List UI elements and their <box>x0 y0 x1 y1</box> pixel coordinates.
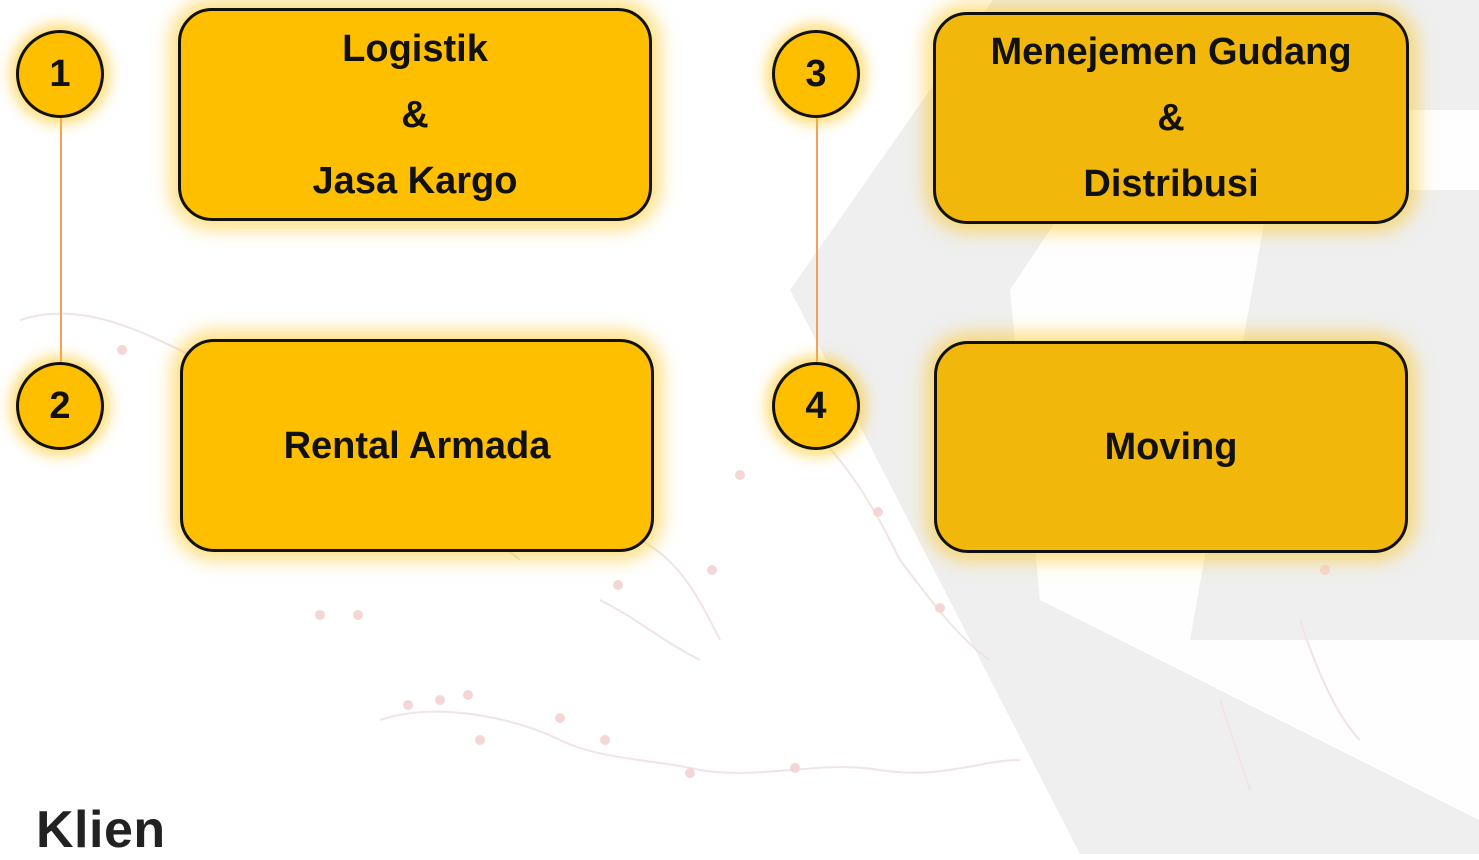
step-3-badge: 3 <box>772 30 860 118</box>
step-number: 1 <box>49 52 71 95</box>
card-line: & <box>401 93 429 136</box>
step-number: 4 <box>805 384 827 427</box>
step-4-badge: 4 <box>772 362 860 450</box>
card-line: Menejemen Gudang <box>990 31 1352 73</box>
service-card-moving: Moving <box>934 341 1408 553</box>
card-line: Distribusi <box>1083 163 1259 205</box>
section-heading: Klien <box>36 801 166 859</box>
card-line: Logistik <box>342 27 488 70</box>
step-number: 3 <box>805 52 827 95</box>
card-line: & <box>1157 97 1185 139</box>
step-2-badge: 2 <box>16 362 104 450</box>
step-1-badge: 1 <box>16 30 104 118</box>
step-number: 2 <box>49 384 71 427</box>
service-card-rental-armada: Rental Armada <box>180 339 654 552</box>
service-card-menejemen-gudang: Menejemen Gudang & Distribusi <box>933 12 1409 224</box>
card-line: Moving <box>1104 426 1238 468</box>
connector-3-4 <box>816 116 818 364</box>
card-line: Jasa Kargo <box>312 159 518 202</box>
service-card-logistik: Logistik & Jasa Kargo <box>178 8 652 221</box>
card-line: Rental Armada <box>283 424 551 467</box>
logo-watermark-cutout <box>1010 110 1479 820</box>
connector-1-2 <box>60 112 62 364</box>
